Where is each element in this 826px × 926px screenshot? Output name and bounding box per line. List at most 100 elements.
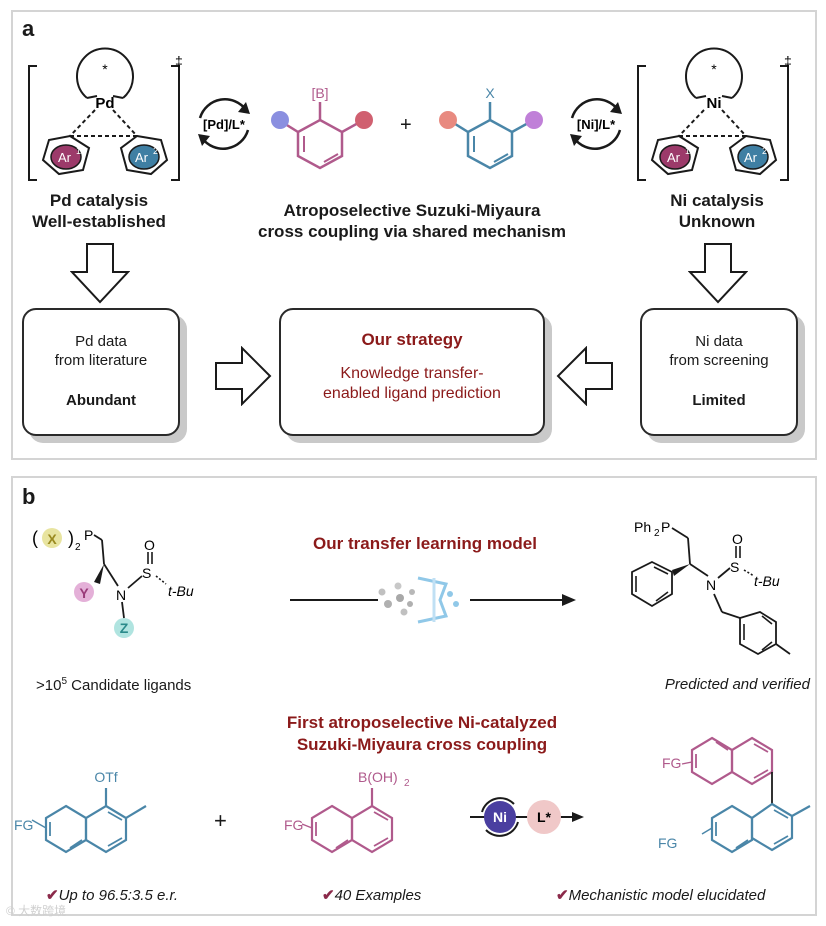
halide-label: X xyxy=(485,85,495,101)
strategy-line-2: enabled ligand prediction xyxy=(323,385,501,402)
ligand-s: S xyxy=(142,565,151,581)
plus-sign-b: + xyxy=(214,808,227,833)
reaction-title-line-1: First atroposelective Ni-catalyzed xyxy=(286,713,558,732)
ligand-sub-z: Z xyxy=(120,620,129,636)
pd-metal: Pd xyxy=(95,95,114,112)
pred-tbu: t-Bu xyxy=(754,573,780,589)
plus-sign-a: + xyxy=(400,114,412,136)
ni-star: * xyxy=(711,61,717,77)
boronic-label: B(OH) xyxy=(358,769,398,785)
ni-data-line-1: Ni data xyxy=(695,333,743,350)
pred-s: S xyxy=(730,559,739,575)
right-arrow-icon xyxy=(215,346,272,406)
ni-ar1-sup: 1 xyxy=(685,146,690,156)
pd-cycle-label: [Pd]/L* xyxy=(203,117,246,132)
fg-label-3: FG xyxy=(662,755,681,771)
ni-ar2: Ar xyxy=(744,150,758,165)
l-badge: L* xyxy=(537,809,552,825)
pd-ar1: Ar xyxy=(58,150,72,165)
pd-data-status: Abundant xyxy=(66,392,136,409)
panel-a-label: a xyxy=(22,16,35,41)
otf-label: OTf xyxy=(94,769,117,785)
naphthyl-triflate-structure: OTf FG xyxy=(14,769,147,854)
center-caption: Atroposelective Suzuki-Miyaura cross cou… xyxy=(232,200,592,242)
pd-ar1-sup: 1 xyxy=(76,146,81,156)
ligand-p: P xyxy=(84,527,93,543)
boron-label: [B] xyxy=(311,85,328,101)
left-arrow-icon xyxy=(556,346,613,406)
pd-ar2: Ar xyxy=(135,150,149,165)
funnel-icon xyxy=(378,576,459,624)
check-icon: ✔ xyxy=(556,887,569,904)
ni-ar2-sup: 2 xyxy=(762,146,767,156)
candidate-ligands-text: >105 Candidate ligands xyxy=(36,676,192,694)
predicted-text: Predicted and verified xyxy=(664,676,810,693)
pd-cycle-icon: [Pd]/L* xyxy=(198,98,250,150)
pd-down-arrow-icon xyxy=(70,243,130,304)
biaryl-product-structure: FG FG xyxy=(658,736,811,854)
model-title: Our transfer learning model xyxy=(313,534,537,553)
ni-down-arrow-icon xyxy=(688,243,748,304)
pd-data-line-1: Pd data xyxy=(75,333,127,350)
pred-n: N xyxy=(706,577,716,593)
fg-label-2: FG xyxy=(284,817,303,833)
catalyst-arrow: Ni L* xyxy=(470,797,584,837)
panel-b xyxy=(11,476,817,916)
svg-text:(: ( xyxy=(32,528,38,548)
pd-transition-state: * Pd Ar 1 Ar 2 ‡ xyxy=(28,47,183,181)
ni-caption-line-2: Unknown xyxy=(678,212,756,231)
center-caption-line-1: Atroposelective Suzuki-Miyaura xyxy=(283,201,541,220)
ni-dagger: ‡ xyxy=(784,53,792,69)
ligand-sub-y: Y xyxy=(79,585,89,601)
ni-caption-line-1: Ni catalysis xyxy=(670,191,764,210)
check-icon: ✔ xyxy=(322,887,335,904)
watermark: © 大数跨境 xyxy=(6,904,67,918)
pd-caption-line-2: Well-established xyxy=(32,212,166,231)
ni-data-line-2: from screening xyxy=(669,352,769,369)
reaction-title-line-2: Suzuki-Miyaura cross coupling xyxy=(296,735,548,754)
aryl-boron-structure: [B] xyxy=(271,85,373,170)
fg-label-1: FG xyxy=(14,817,33,833)
pred-ph: Ph xyxy=(634,519,651,535)
pred-o: O xyxy=(732,531,743,547)
pred-ph-sub: 2 xyxy=(654,528,660,539)
ligand-n: N xyxy=(116,587,126,603)
predicted-ligand-structure: Ph 2 P N S O t-Bu xyxy=(631,519,791,656)
pred-p: P xyxy=(661,519,670,535)
ni-data-status: Limited xyxy=(692,392,746,409)
pd-caption: Pd catalysis Well-established xyxy=(14,190,184,232)
ni-cycle-label: [Ni]/L* xyxy=(577,117,616,132)
ligand-o: O xyxy=(144,537,155,553)
strategy-line-1: Knowledge transfer- xyxy=(340,365,484,382)
ligand-tbu: t-Bu xyxy=(168,583,194,599)
naphthyl-boronic-acid-structure: B(OH) 2 FG xyxy=(284,769,410,854)
result-examples: ✔40 Examples xyxy=(322,887,422,904)
ligand-x-count: 2 xyxy=(75,542,81,553)
ni-metal: Ni xyxy=(707,95,722,112)
pd-ar2-sup: 2 xyxy=(153,146,158,156)
check-icon: ✔ xyxy=(46,887,59,904)
pd-data-box: Pd data from literature Abundant xyxy=(22,308,180,436)
pd-star: * xyxy=(102,61,108,77)
ni-badge: Ni xyxy=(493,809,507,825)
strategy-title: Our strategy xyxy=(361,330,463,349)
model-arrow xyxy=(290,576,576,624)
reaction-title: First atroposelective Ni-catalyzed Suzuk… xyxy=(232,712,612,756)
generic-ligand-structure: ( ) X 2 P Y N Z S O t-Bu xyxy=(32,527,194,638)
result-er: ✔Up to 96.5:3.5 e.r. xyxy=(46,887,179,904)
svg-text:): ) xyxy=(68,528,74,548)
ni-data-box: Ni data from screening Limited xyxy=(640,308,798,436)
ni-transition-state: * Ni Ar 1 Ar 2 ‡ xyxy=(637,47,792,181)
panel-b-label: b xyxy=(22,484,36,509)
result-mechanism: ✔Mechanistic model elucidated xyxy=(556,887,766,904)
pd-data-line-2: from literature xyxy=(54,352,148,369)
fg-label-4: FG xyxy=(658,835,677,851)
strategy-box: Our strategy Knowledge transfer- enabled… xyxy=(279,308,545,436)
pd-dagger: ‡ xyxy=(175,53,183,69)
boronic-sub: 2 xyxy=(404,778,410,789)
ni-caption: Ni catalysis Unknown xyxy=(632,190,802,232)
ni-cycle-icon: [Ni]/L* xyxy=(570,98,622,150)
ligand-sub-x: X xyxy=(47,531,57,547)
aryl-halide-structure: X xyxy=(439,85,543,170)
pd-caption-line-1: Pd catalysis xyxy=(49,191,149,210)
